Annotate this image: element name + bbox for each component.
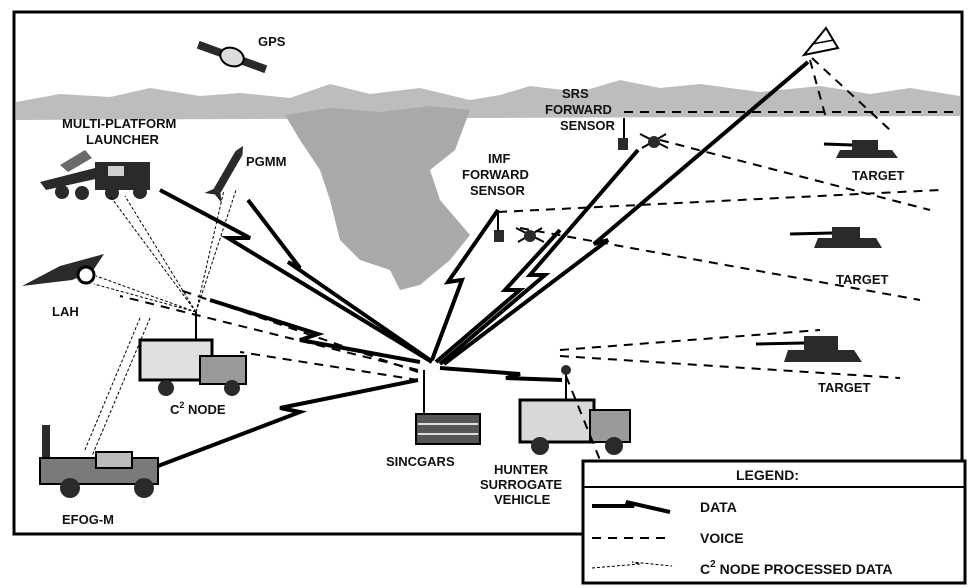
terrain-shadow bbox=[285, 106, 470, 290]
mpl-label-line1: MULTI-PLATFORM bbox=[62, 116, 176, 131]
pgmm-label: PGMM bbox=[246, 154, 286, 169]
lah-label: LAH bbox=[52, 304, 79, 319]
legend-voice-label: VOICE bbox=[700, 530, 744, 546]
hunter-label-line3: VEHICLE bbox=[494, 492, 551, 507]
mpl-label-line2: LAUNCHER bbox=[86, 132, 160, 147]
legend-c2-label: C2 NODE PROCESSED DATA bbox=[700, 559, 893, 577]
helicopter-icon bbox=[22, 254, 104, 286]
tank-icon bbox=[823, 140, 898, 158]
legend-data-symbol bbox=[592, 500, 671, 514]
srs-label-line2: FORWARD bbox=[545, 102, 612, 117]
srs-label-line1: SRS bbox=[562, 86, 589, 101]
tank-icon bbox=[755, 336, 862, 362]
target-label-2: TARGET bbox=[836, 272, 889, 287]
satellite-icon bbox=[196, 40, 268, 74]
uav-icon bbox=[801, 26, 840, 57]
target-label-3: TARGET bbox=[818, 380, 871, 395]
hunter-vehicle-icon bbox=[518, 365, 631, 455]
tank-icon bbox=[789, 227, 882, 248]
voice-links bbox=[119, 57, 960, 461]
legend-c2-symbol bbox=[591, 561, 673, 569]
hunter-label-line1: HUNTER bbox=[494, 462, 549, 477]
legend-box bbox=[581, 459, 967, 585]
legend: LEGEND: DATA VOICE C2 NODE PROCESSED DAT… bbox=[581, 459, 967, 585]
radio-icon bbox=[415, 370, 481, 445]
mountain-range bbox=[16, 80, 960, 120]
data-links bbox=[157, 60, 810, 468]
target-label-1: TARGET bbox=[852, 168, 905, 183]
legend-data-label: DATA bbox=[700, 499, 737, 515]
hunter-label-line2: SURROGATE bbox=[480, 477, 562, 492]
sincgars-label: SINCGARS bbox=[386, 454, 455, 469]
launcher-vehicle-icon bbox=[40, 150, 150, 200]
sensor-icon bbox=[618, 118, 669, 150]
efogm-vehicle-icon bbox=[39, 425, 159, 498]
imf-label-line2: FORWARD bbox=[462, 167, 529, 182]
srs-label-line3: SENSOR bbox=[560, 118, 616, 133]
gps-label: GPS bbox=[258, 34, 286, 49]
imf-label-line3: SENSOR bbox=[470, 183, 526, 198]
c2node-label: C2 NODE bbox=[170, 400, 226, 417]
c2-truck-icon bbox=[138, 312, 247, 396]
legend-title: LEGEND: bbox=[736, 467, 799, 483]
efogm-label: EFOG-M bbox=[62, 512, 114, 527]
imf-label-line1: IMF bbox=[488, 151, 510, 166]
missile-icon bbox=[204, 146, 243, 203]
c2-processed-links bbox=[83, 189, 237, 457]
